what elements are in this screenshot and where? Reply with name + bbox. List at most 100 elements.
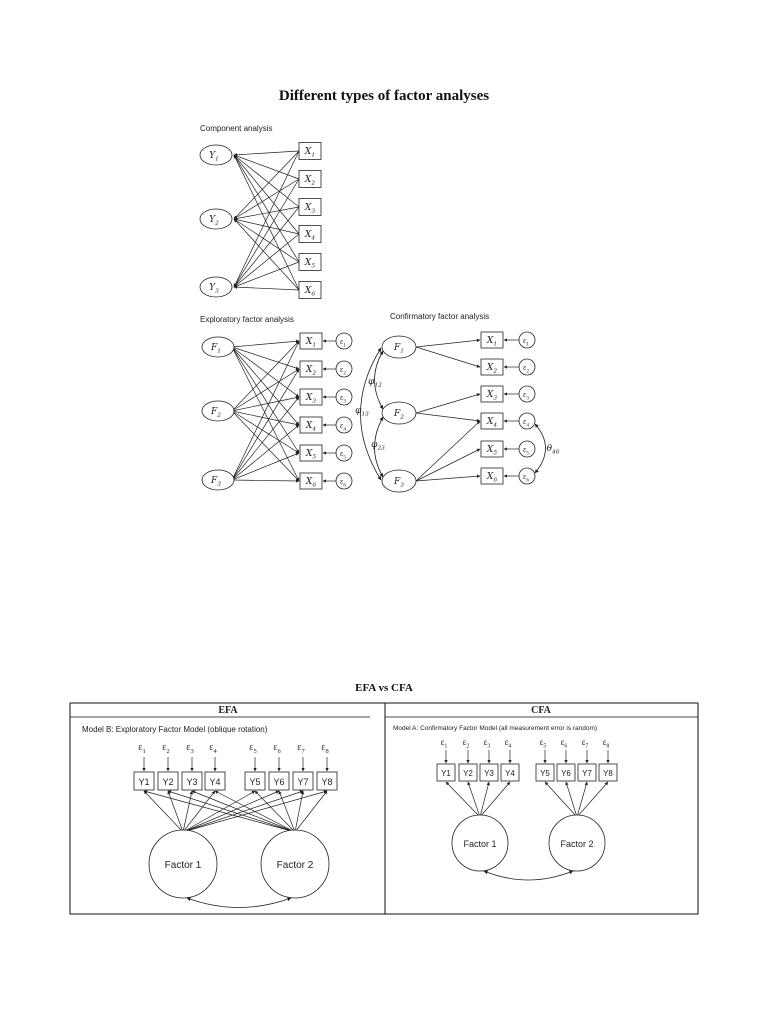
efa-model-indicator-box xyxy=(244,771,266,791)
component-analysis-title: Component analysis xyxy=(200,124,272,133)
efa-error-node xyxy=(335,332,353,350)
variable-label: X6 xyxy=(304,286,315,298)
cfa-error-label: ε5 xyxy=(523,445,529,456)
variable-box xyxy=(298,170,322,188)
phi23-curve xyxy=(374,416,384,478)
cfa-model-factor-label: Factor 1 xyxy=(463,839,496,849)
efa-model-loading xyxy=(143,790,184,833)
efa-model-loading xyxy=(182,790,256,833)
cfa-variable-box xyxy=(480,385,504,403)
cfa-factor-node xyxy=(381,335,417,359)
component-loading-arrow xyxy=(233,218,300,263)
efa-model-loading xyxy=(254,790,296,833)
component-loading-arrow xyxy=(233,206,300,221)
cfa-error-label: ε2 xyxy=(523,363,529,374)
cfa-variable-label: X5 xyxy=(486,445,497,457)
cfa-model-indicator-label: Y7 xyxy=(582,769,592,778)
efa-model-error-label: ε7 xyxy=(297,742,305,755)
cfa-model-factor-covariance xyxy=(483,870,574,881)
variable-label: X3 xyxy=(304,203,315,215)
cfa-variable-label: X2 xyxy=(486,363,497,375)
efa-loading-arrow xyxy=(231,346,300,426)
comparison-table: EFA CFA Model B: Exploratory Factor Mode… xyxy=(69,702,699,915)
cfa-error-label: ε1 xyxy=(523,336,529,347)
phi13-curve xyxy=(360,347,382,481)
efa-model-error-label: ε2 xyxy=(162,742,169,755)
cfa-model-loading xyxy=(479,781,511,818)
cfa-loading-arrow xyxy=(415,346,481,368)
component-loading-arrow xyxy=(233,233,300,288)
cfa-loading-arrow xyxy=(415,448,481,482)
cfa-factor-label: F2 xyxy=(393,409,404,421)
efa-loading-arrow xyxy=(231,410,300,427)
efa-model-error-label: ε5 xyxy=(249,742,256,755)
cfa-variable-box xyxy=(480,412,504,430)
efa-loading-arrow xyxy=(231,452,300,481)
cfa-model-indicator-label: Y8 xyxy=(603,769,613,778)
cfa-model-error-label: ε1 xyxy=(441,737,448,750)
efa-loading-arrow xyxy=(231,410,300,454)
phi12-curve xyxy=(374,350,384,410)
cfa-model-loading xyxy=(576,781,609,818)
component-loading-arrow xyxy=(233,261,300,288)
cfa-variable-box xyxy=(480,440,504,458)
component-loading-arrow xyxy=(233,218,300,235)
variable-box xyxy=(298,225,322,243)
efa-model-indicator-box xyxy=(268,771,290,791)
efa-loading-arrow xyxy=(231,346,300,482)
efa-error-node xyxy=(335,472,353,490)
cfa-factor-node xyxy=(381,401,417,425)
efa-loading-arrow xyxy=(231,479,300,483)
cfa-error-node xyxy=(518,385,536,403)
efa-model-error-label: ε4 xyxy=(209,742,217,755)
cfa-variable-label: X6 xyxy=(486,472,497,484)
cfa-model-error-label: ε7 xyxy=(582,737,589,750)
cfa-model-error-label: ε5 xyxy=(540,737,547,750)
efa-model-factor-label: Factor 2 xyxy=(277,860,314,871)
document-title: Different types of factor analyses xyxy=(278,88,490,104)
cfa-loading-arrow xyxy=(415,474,481,482)
efa-error-label: ε4 xyxy=(340,421,346,432)
variable-label: X1 xyxy=(304,147,315,159)
efa-error-label: ε2 xyxy=(340,365,346,376)
variable-label: X4 xyxy=(304,230,315,242)
efa-variable-box xyxy=(299,388,323,406)
efa-model-indicator-label: Y4 xyxy=(209,777,220,787)
component-label: Y1 xyxy=(209,151,219,163)
variable-box xyxy=(298,281,322,299)
efa-model-indicator-label: Y6 xyxy=(273,777,284,787)
cfa-model-caption: Model A: Confirmatory Factor Model (all … xyxy=(393,725,597,732)
efa-error-label: ε5 xyxy=(340,449,346,460)
cfa-model-indicator-box xyxy=(577,763,597,782)
efa-loading-arrow xyxy=(231,346,300,398)
efa-model-error-label: ε6 xyxy=(273,742,281,755)
efa-model-indicator-box xyxy=(157,771,179,791)
cfa-variable-label: X1 xyxy=(486,336,497,348)
cfa-error-label: ε3 xyxy=(523,390,529,401)
component-loading-arrow xyxy=(233,285,300,291)
cfa-error-label: ε4 xyxy=(523,417,529,428)
efa-variable-label: X5 xyxy=(305,449,316,461)
variable-label: X2 xyxy=(304,175,315,187)
cfa-model-indicator-box xyxy=(500,763,520,782)
efa-loading-arrow xyxy=(231,346,300,454)
cfa-factor-label: F3 xyxy=(393,477,404,489)
cfa-model-indicator-box xyxy=(556,763,576,782)
efa-model-error-label: ε3 xyxy=(186,742,193,755)
cfa-model-indicator-box xyxy=(458,763,478,782)
component-loading-arrow xyxy=(233,178,300,220)
efa-variable-box xyxy=(299,360,323,378)
component-node xyxy=(199,208,233,230)
efa-variable-box xyxy=(299,472,323,490)
efa-factor-node xyxy=(201,400,235,422)
efa-model-indicator-label: Y8 xyxy=(321,777,332,787)
efa-model-factor-label: Factor 1 xyxy=(165,860,202,871)
cfa-model-error-label: ε2 xyxy=(463,737,470,750)
cfa-model-indicator-box xyxy=(436,763,456,782)
cfa-variable-label: X4 xyxy=(486,417,497,429)
efa-model-factor-node xyxy=(148,829,218,899)
efa-error-label: ε1 xyxy=(340,337,346,348)
cfa-loading-arrow xyxy=(415,412,481,423)
phi13-label: φ13 xyxy=(355,406,369,418)
efa-error-node xyxy=(335,360,353,378)
